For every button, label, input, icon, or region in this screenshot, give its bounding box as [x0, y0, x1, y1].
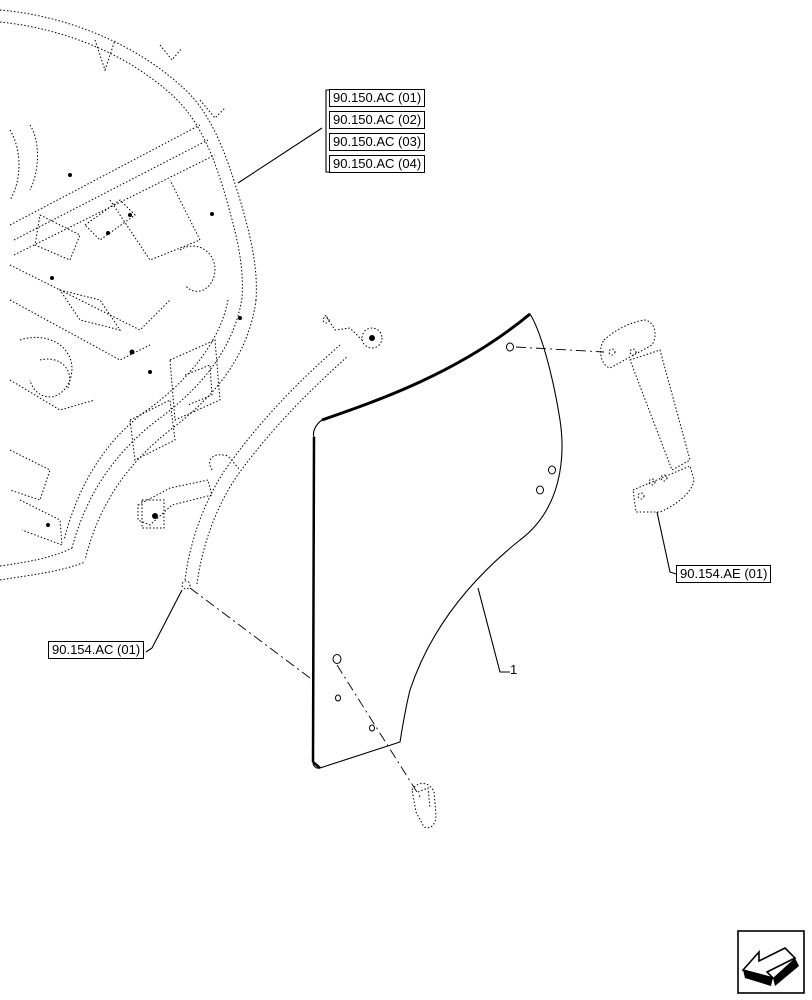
glass-panel	[311, 312, 563, 769]
ref-cab-frame-03[interactable]: 90.150.AC (03)	[329, 133, 426, 151]
ref-cab-frame-04[interactable]: 90.150.AC (04)	[329, 155, 426, 173]
arrow-down-left-icon[interactable]	[737, 930, 805, 994]
ref-front-hinge[interactable]: 90.154.AC (01)	[48, 641, 145, 659]
rear-hinge	[600, 319, 695, 513]
door-latch	[411, 783, 437, 829]
callout-glass-panel: 1	[510, 662, 518, 677]
cab-frame	[0, 9, 257, 581]
ref-cab-frame-01[interactable]: 90.150.AC (01)	[329, 89, 426, 107]
front-hinge	[137, 314, 383, 590]
ref-rear-hinge[interactable]: 90.154.AE (01)	[676, 565, 772, 583]
ref-cab-frame-02[interactable]: 90.150.AC (02)	[329, 111, 426, 129]
